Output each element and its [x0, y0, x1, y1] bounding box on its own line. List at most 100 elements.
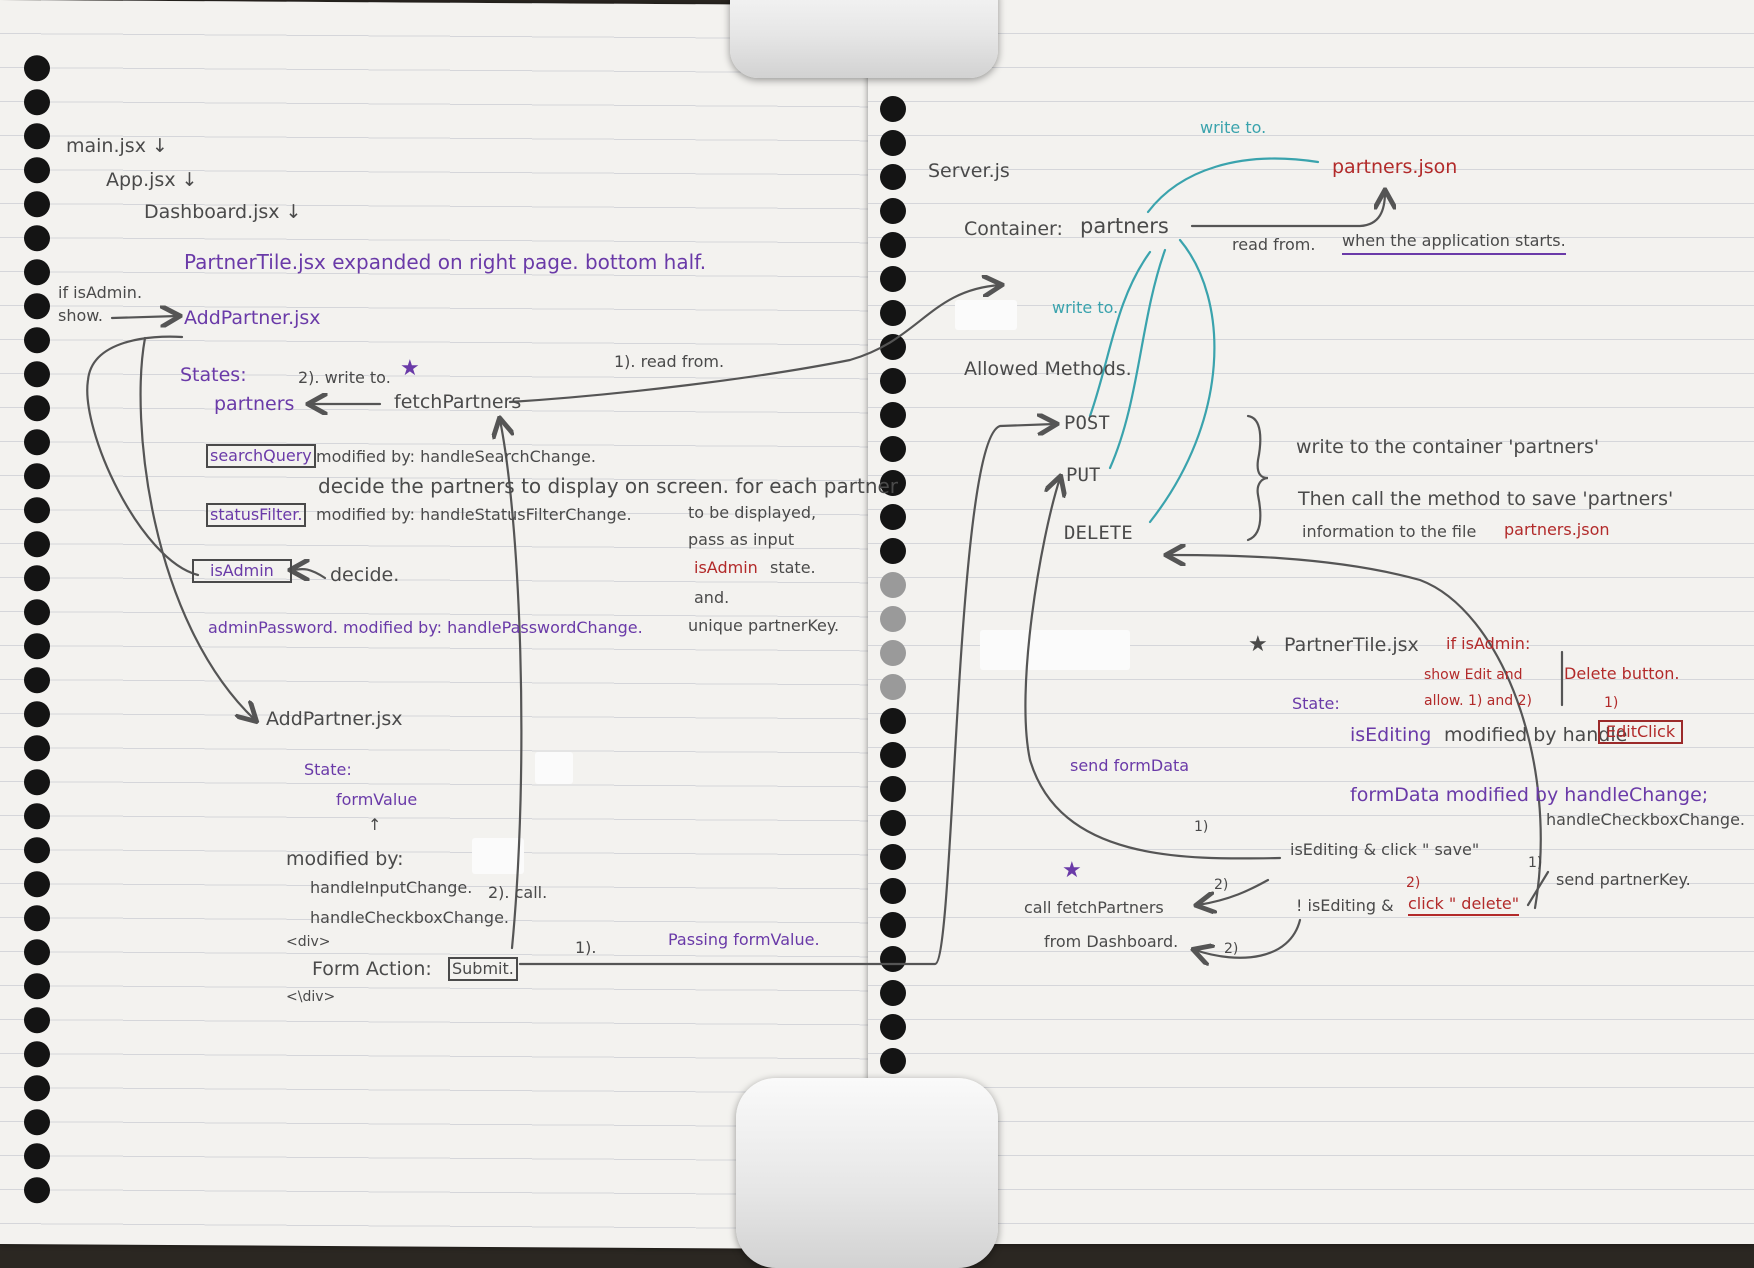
decide-partners-label: decide the partners to display on screen…	[318, 474, 899, 498]
binding-hole	[880, 674, 906, 700]
binding-hole	[880, 946, 906, 972]
write-to-label: 2). write to.	[298, 368, 391, 387]
partners-state: partners	[214, 393, 295, 415]
binding-hole	[880, 96, 906, 122]
search-modified-label: modified by: handleSearchChange.	[316, 447, 596, 466]
binding-hole	[880, 1048, 906, 1074]
binding-hole	[880, 368, 906, 394]
show-edit-and-label: show Edit and	[1424, 667, 1523, 683]
div-open-tag: <div>	[286, 934, 331, 950]
isadmin-box: isAdmin	[192, 559, 292, 583]
read-json-arrow	[1190, 192, 1385, 228]
not-editing-label: ! isEditing &	[1296, 896, 1394, 915]
if-isadmin-right-label: if isAdmin:	[1446, 634, 1531, 653]
show-label: show.	[58, 306, 103, 325]
two-paren-b-label: 2)	[1224, 941, 1239, 957]
form-value-label: formValue	[336, 790, 418, 809]
star-icon: ★	[400, 356, 420, 381]
call-fetch-star-icon: ★	[1062, 858, 1082, 883]
container-label: Container:	[964, 218, 1063, 240]
to-be-displayed-label: to be displayed,	[688, 503, 817, 522]
save-to-put-arrow	[1024, 478, 1282, 860]
states-label: States:	[180, 364, 247, 386]
addpartner-bottom: AddPartner.jsx	[266, 708, 403, 730]
status-modified-label: modified by: handleStatusFilterChange.	[316, 505, 632, 524]
addpartner-top: AddPartner.jsx	[184, 307, 321, 329]
if-isadmin-label: if isAdmin.	[58, 283, 143, 302]
hierarchy-dashboard: Dashboard.jsx ↓	[144, 201, 302, 223]
earbud-case-top	[730, 0, 998, 78]
binding-hole	[880, 640, 906, 666]
save-call-fetch-arrow	[1198, 878, 1270, 905]
decide-arrow	[292, 569, 327, 578]
binding-hole	[880, 980, 906, 1006]
call-fetch-label: call fetchPartners	[1024, 898, 1164, 917]
binding-hole	[880, 300, 906, 326]
from-dashboard-label: from Dashboard.	[1044, 932, 1179, 951]
delete-call-fetch-arrow	[1195, 918, 1302, 958]
binding-hole	[880, 470, 906, 496]
read-from-server-arrow	[508, 285, 1000, 404]
right-page	[868, 0, 1754, 1244]
delete-button-label: Delete button.	[1564, 664, 1680, 683]
redaction-patch	[472, 838, 524, 874]
binding-hole	[880, 164, 906, 190]
click-delete-label: click " delete"	[1408, 896, 1520, 916]
binding-hole	[880, 538, 906, 564]
information-to-file-note: information to the file	[1302, 522, 1477, 541]
edit-click-box: EditClick	[1597, 720, 1684, 744]
submit-box: Submit.	[448, 957, 518, 981]
methods-brace	[1246, 414, 1269, 542]
allowed-methods-label: Allowed Methods.	[964, 358, 1132, 380]
is-editing-state: isEditing	[1350, 724, 1432, 746]
form-action-label: Form Action:	[312, 958, 432, 980]
modified-by-label: modified by:	[286, 848, 404, 870]
post-write-arrow	[1088, 250, 1152, 418]
partners-json-ref: partners.json	[1504, 520, 1610, 539]
status-filter-box: statusFilter.	[205, 503, 307, 527]
write-to-json-label: write to.	[1200, 118, 1267, 137]
read-from-right-label: read from.	[1232, 235, 1316, 254]
two-small-label: 2)	[1406, 875, 1421, 891]
put-write-arrow	[1108, 248, 1167, 470]
binding-hole	[880, 436, 906, 462]
to-addpartner-bottom-arrow	[139, 336, 255, 720]
submit-to-post-arrow	[518, 424, 1055, 966]
isadmin-loop	[86, 335, 200, 577]
state-label: State:	[304, 760, 352, 779]
put-method: PUT	[1066, 464, 1101, 486]
div-close-tag: <\div>	[286, 989, 336, 1005]
server-js-label: Server.js	[928, 160, 1010, 182]
binding-hole	[880, 130, 906, 156]
passing-formvalue-label: Passing formValue.	[668, 930, 820, 949]
decide-label: decide.	[330, 564, 400, 586]
handle-input-change-label: handleInputChange.	[310, 878, 473, 897]
state-right-label: State:	[1292, 694, 1340, 713]
one-paren-right-2-label: 1)	[1528, 855, 1543, 871]
binding-hole	[880, 504, 906, 530]
fetch-partners-label: fetchPartners	[394, 391, 522, 413]
binding-hole	[880, 844, 906, 870]
binding-hole	[880, 742, 906, 768]
delete-to-method-arrow	[1168, 555, 1542, 910]
handle-checkbox-change-label: handleCheckboxChange.	[310, 908, 510, 927]
state-word: state.	[770, 558, 816, 577]
two-paren-a-label: 2)	[1214, 877, 1229, 893]
partners-json-label: partners.json	[1332, 156, 1458, 178]
redaction-patch	[955, 300, 1017, 330]
call-fetch-arrow	[500, 420, 523, 950]
form-data-modified-label: formData modified by handleChange;	[1350, 784, 1709, 806]
handle-checkbox-change-right: handleCheckboxChange.	[1546, 810, 1746, 829]
container-partners: partners	[1080, 214, 1169, 238]
binding-hole	[880, 572, 906, 598]
write-json-arrow	[1146, 157, 1320, 214]
search-query-box: searchQuery	[206, 444, 316, 468]
binding-hole	[880, 776, 906, 802]
isadmin-word: isAdmin	[694, 558, 758, 577]
call-2-label: 2). call.	[488, 883, 548, 902]
allow-label: allow. 1) and 2)	[1424, 693, 1532, 709]
partnertile-title: PartnerTile.jsx	[1284, 634, 1419, 656]
send-formdata-label: send formData	[1070, 756, 1190, 775]
send-key-connector	[1526, 870, 1550, 907]
binding-hole	[880, 266, 906, 292]
